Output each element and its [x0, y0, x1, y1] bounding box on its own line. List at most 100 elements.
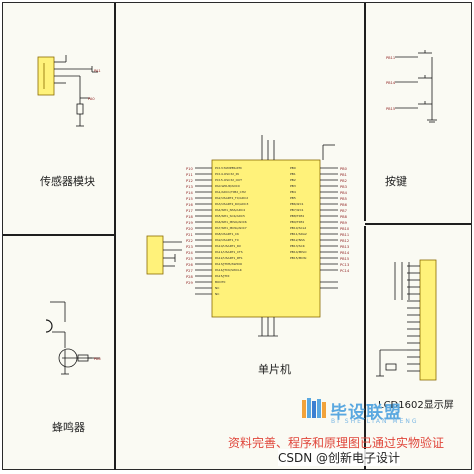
- svg-text:PC14-OSC32_IN: PC14-OSC32_IN: [215, 172, 239, 176]
- svg-text:PB12/NSS: PB12/NSS: [290, 238, 305, 242]
- svg-text:PA3/USART2_RX/ADC3: PA3/USART2_RX/ADC3: [215, 202, 249, 206]
- section-label-lcd: LCD1602显示屏: [378, 400, 454, 411]
- svg-text:P26: P26: [186, 263, 193, 267]
- svg-text:PB5: PB5: [290, 196, 296, 200]
- svg-text:NC: NC: [215, 292, 219, 296]
- svg-text:P14: P14: [186, 191, 193, 195]
- svg-text:PB6: PB6: [340, 203, 348, 207]
- svg-text:P27: P27: [186, 269, 193, 273]
- section-label-sensor: 传感器模块: [40, 175, 95, 188]
- divider-left: [114, 3, 116, 470]
- svg-text:PB5: PB5: [340, 197, 347, 201]
- svg-text:PA6/SPI1_MISO/ADC6: PA6/SPI1_MISO/ADC6: [215, 220, 247, 224]
- svg-text:PA2/USART2_TX/ADC2: PA2/USART2_TX/ADC2: [215, 196, 248, 200]
- svg-text:PB11: PB11: [386, 56, 395, 60]
- mcu-chip-body: [211, 159, 321, 318]
- watermark-red-text: 资料完善、程序和原理图已通过实物验证: [228, 436, 445, 450]
- svg-text:PB3: PB3: [340, 185, 347, 189]
- svg-text:P28: P28: [186, 275, 193, 279]
- svg-text:PA9/USART1_TX: PA9/USART1_TX: [215, 238, 239, 242]
- svg-text:PB10: PB10: [340, 227, 350, 231]
- svg-text:P29: P29: [186, 281, 193, 285]
- watermark-csdn: CSDN @创新电子设计: [278, 449, 401, 466]
- svg-text:P22: P22: [186, 239, 193, 243]
- section-label-buttons: 按键: [385, 175, 407, 188]
- svg-text:PC13-TAMPER-RTC: PC13-TAMPER-RTC: [215, 166, 242, 170]
- divider-left-horizontal: [3, 234, 115, 236]
- svg-text:PA13/JTMS/SWDIO: PA13/JTMS/SWDIO: [215, 262, 243, 266]
- svg-text:PB9: PB9: [340, 221, 348, 225]
- svg-text:P23: P23: [186, 245, 193, 249]
- svg-text:PB11/SDA2: PB11/SDA2: [290, 232, 307, 236]
- svg-text:PB14: PB14: [340, 251, 350, 255]
- svg-text:P25: P25: [186, 257, 193, 261]
- svg-text:PB1: PB1: [290, 172, 296, 176]
- svg-text:PA1/ADC1/TIM2_CH2: PA1/ADC1/TIM2_CH2: [215, 190, 246, 194]
- svg-text:PA14/JTCK/SWCLK: PA14/JTCK/SWCLK: [215, 268, 243, 272]
- svg-text:PB11: PB11: [340, 233, 349, 237]
- watermark-brand: 毕设联盟: [330, 403, 402, 423]
- section-label-mcu: 单片机: [258, 363, 291, 376]
- svg-text:PA5/SPI1_SCK/ADC5: PA5/SPI1_SCK/ADC5: [215, 214, 245, 218]
- section-label-buzzer: 蜂鸣器: [52, 421, 85, 434]
- svg-text:P19: P19: [186, 221, 193, 225]
- svg-text:P16: P16: [186, 203, 193, 207]
- header-connector: [146, 235, 164, 275]
- svg-text:P21: P21: [186, 233, 193, 237]
- svg-text:PB4: PB4: [340, 191, 348, 195]
- svg-text:PB0: PB0: [290, 166, 296, 170]
- svg-text:PB13/SCK: PB13/SCK: [290, 244, 306, 248]
- svg-text:P15: P15: [186, 197, 193, 201]
- svg-text:PB12: PB12: [340, 239, 349, 243]
- lcd-connector-body: [419, 259, 437, 381]
- svg-text:PB14/MISO: PB14/MISO: [290, 250, 307, 254]
- svg-text:PC13: PC13: [340, 263, 349, 267]
- divider-right-horizontal: [365, 223, 471, 225]
- svg-text:PA10/USART1_RX: PA10/USART1_RX: [215, 244, 241, 248]
- svg-text:P18: P18: [186, 215, 193, 219]
- divider-right-lower: [364, 226, 366, 470]
- svg-text:PA0: PA0: [88, 97, 95, 101]
- watermark-brand-sub: BI SHE LIAN MENG: [331, 418, 419, 425]
- svg-text:PC15-OSC32_OUT: PC15-OSC32_OUT: [215, 178, 242, 182]
- svg-text:PB15: PB15: [340, 257, 349, 261]
- svg-text:PB3: PB3: [290, 184, 296, 188]
- svg-text:PB15: PB15: [386, 107, 395, 111]
- svg-text:PB6/I2C1: PB6/I2C1: [290, 202, 304, 206]
- sensor-module-body: [37, 56, 55, 96]
- svg-text:PB2: PB2: [290, 178, 296, 182]
- svg-text:PB7/I2C1: PB7/I2C1: [290, 208, 304, 212]
- svg-text:PB1: PB1: [340, 173, 347, 177]
- svg-text:P13: P13: [186, 185, 193, 189]
- svg-text:PA15/JTDI: PA15/JTDI: [215, 274, 230, 278]
- svg-text:P17: P17: [186, 209, 193, 213]
- svg-text:PC14: PC14: [340, 269, 350, 273]
- svg-text:P12: P12: [186, 179, 193, 183]
- svg-text:PB14: PB14: [386, 81, 396, 85]
- svg-text:NC: NC: [215, 286, 219, 290]
- svg-text:P10: P10: [186, 167, 193, 171]
- svg-text:PB15/MOSI: PB15/MOSI: [290, 256, 307, 260]
- svg-text:PA0-WKUP/ADC0: PA0-WKUP/ADC0: [215, 184, 240, 188]
- svg-text:PA7/SPI1_MOSI/ADC7: PA7/SPI1_MOSI/ADC7: [215, 226, 247, 230]
- svg-text:PB9/TIM4: PB9/TIM4: [290, 220, 304, 224]
- divider-right: [364, 3, 366, 221]
- book-icon: [302, 398, 326, 418]
- svg-text:P20: P20: [186, 227, 193, 231]
- svg-text:PB2: PB2: [340, 179, 347, 183]
- svg-text:PB8/TIM4: PB8/TIM4: [290, 214, 304, 218]
- svg-text:PA6: PA6: [94, 357, 101, 361]
- svg-text:PA8/USART1_CK: PA8/USART1_CK: [215, 232, 240, 236]
- svg-text:PB13: PB13: [340, 245, 349, 249]
- svg-text:PA11/USART1_CTS: PA11/USART1_CTS: [215, 250, 243, 254]
- svg-text:PB7: PB7: [340, 209, 347, 213]
- svg-text:PB4: PB4: [290, 190, 296, 194]
- svg-text:BOOT0: BOOT0: [215, 280, 226, 284]
- svg-text:PB10/SCL2: PB10/SCL2: [290, 226, 306, 230]
- svg-text:PA12/USART1_RTS: PA12/USART1_RTS: [215, 256, 243, 260]
- svg-text:PB8: PB8: [340, 215, 348, 219]
- svg-text:P11: P11: [186, 173, 193, 177]
- svg-text:PA1: PA1: [94, 69, 101, 73]
- svg-text:PA4/SPI1_NSS/ADC4: PA4/SPI1_NSS/ADC4: [215, 208, 245, 212]
